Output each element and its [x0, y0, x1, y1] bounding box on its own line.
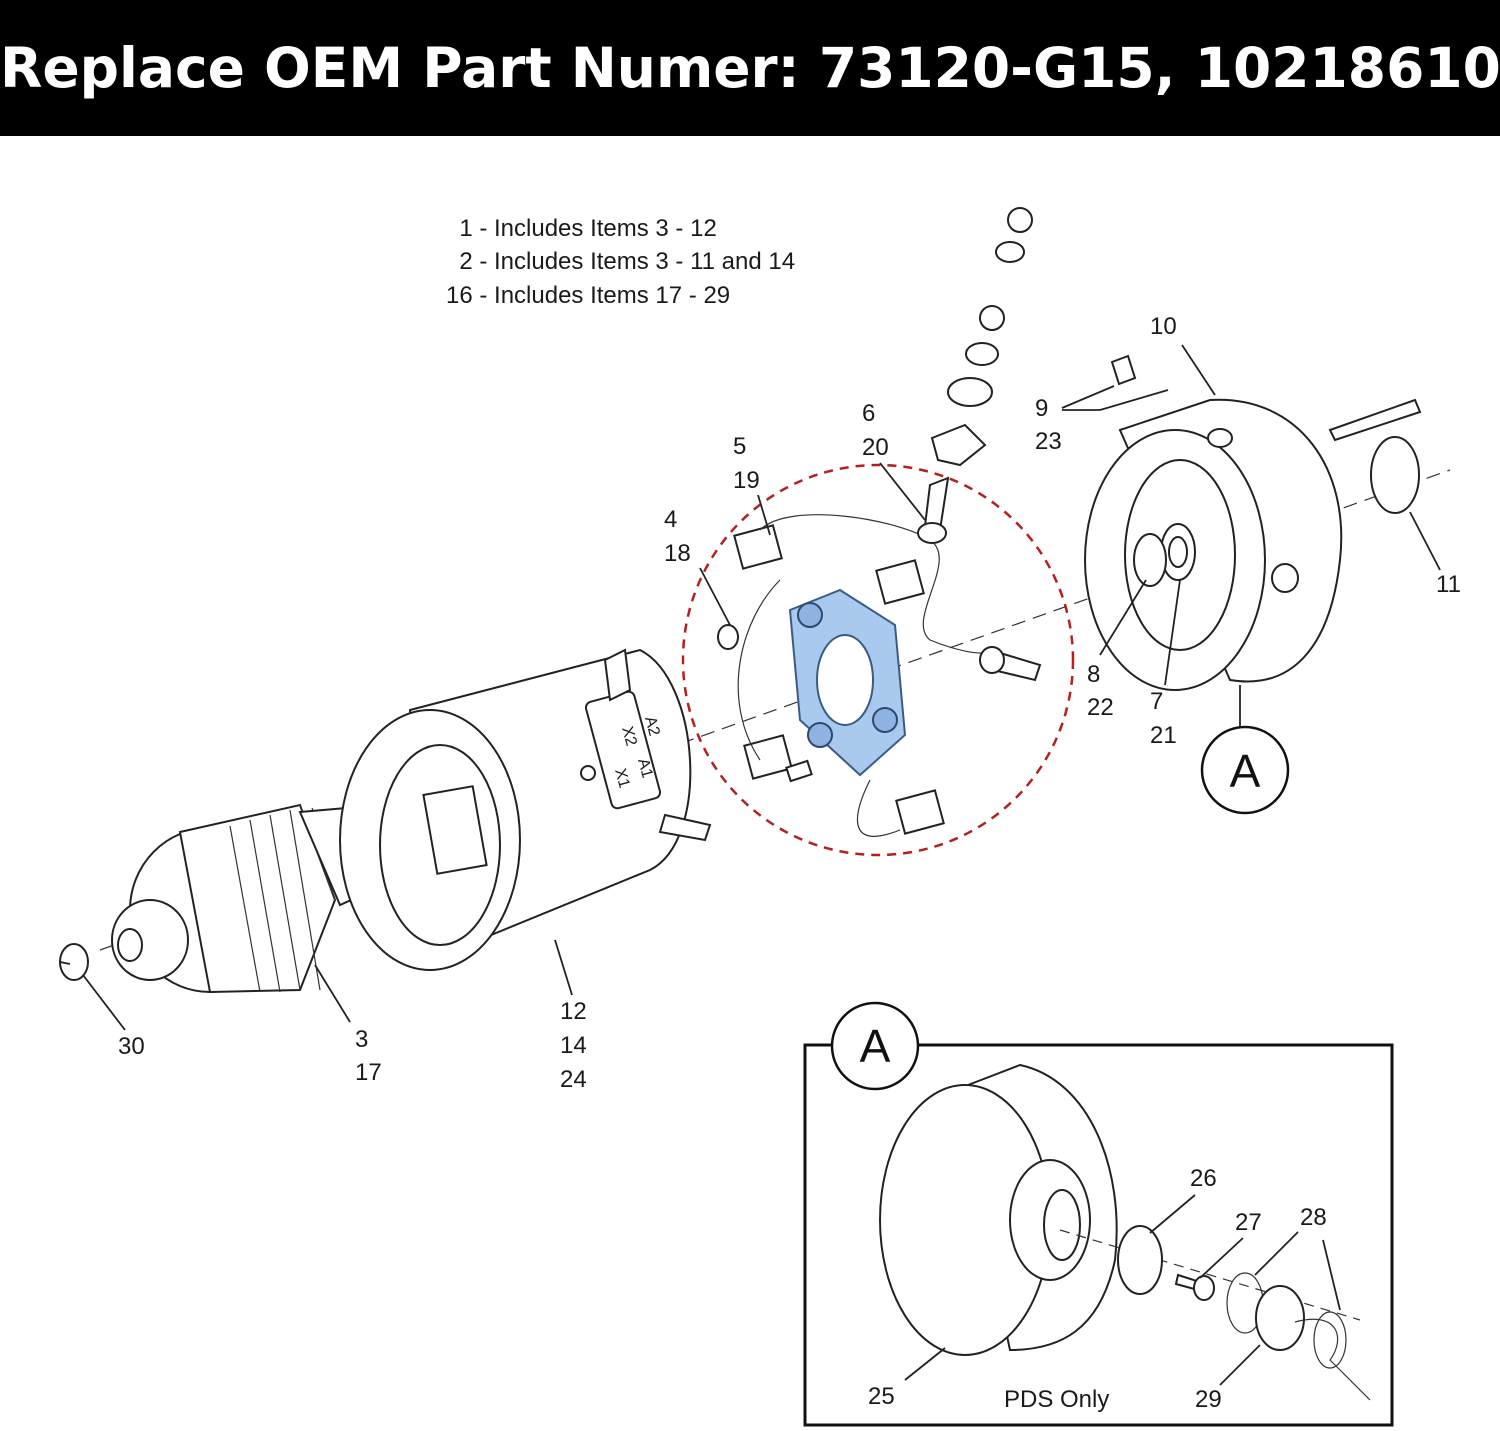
callout-25: 25 — [868, 1383, 895, 1410]
callout-28: 28 — [1300, 1204, 1327, 1231]
callout-8: 8 — [1087, 661, 1100, 688]
note-line-2: 2 - Includes Items 3 - 11 and 14 — [446, 248, 796, 275]
terminal-a2: A2 — [641, 715, 663, 738]
callout-29: 29 — [1195, 1386, 1222, 1413]
note-line-1: 1 - Includes Items 3 - 12 — [446, 215, 717, 242]
terminal-x2: X2 — [618, 725, 640, 748]
leader-lines — [82, 344, 1441, 1031]
exploded-motor-diagram: X1 X2 A1 A2 — [59, 207, 1461, 1427]
callout-24: 24 — [560, 1066, 587, 1093]
encoder-disc — [1370, 436, 1420, 514]
inset-letter: A — [860, 1020, 891, 1072]
end-cap — [1084, 398, 1343, 691]
detail-callout-a: A — [1200, 685, 1290, 815]
field-housing: X1 X2 A1 A2 — [339, 648, 712, 971]
callout-11: 11 — [1436, 571, 1461, 598]
note-line-3: 16 - Includes Items 17 - 29 — [446, 282, 731, 309]
detail-callout-letter: A — [1230, 745, 1261, 797]
callout-18: 18 — [664, 540, 691, 567]
callout-12: 12 — [560, 998, 587, 1025]
o-ring — [1133, 533, 1167, 587]
callout-17: 17 — [355, 1059, 382, 1086]
callout-21: 21 — [1150, 722, 1177, 749]
callout-23: 23 — [1035, 428, 1062, 455]
detail-caption: PDS Only — [1004, 1386, 1109, 1413]
callout-20: 20 — [862, 434, 889, 461]
screw — [1099, 354, 1169, 411]
detail-a-box: A PDS Only — [803, 1001, 1394, 1427]
terminal-a1: A1 — [634, 757, 656, 780]
callout-27: 27 — [1235, 1209, 1262, 1236]
callout-19: 19 — [733, 467, 760, 494]
callout-22: 22 — [1087, 694, 1114, 721]
title-banner: Replace OEM Part Numer: 73120-G15, 10218… — [0, 0, 1500, 136]
brushes-and-leads — [717, 514, 1001, 837]
ring-26 — [1117, 1225, 1163, 1295]
terminal-stud — [917, 476, 1042, 682]
bushing — [59, 943, 89, 981]
callout-26: 26 — [1190, 1165, 1217, 1192]
through-bolt — [1328, 398, 1422, 442]
callout-30: 30 — [118, 1033, 145, 1060]
callout-10: 10 — [1150, 313, 1177, 340]
nut-washer-stack — [930, 207, 1033, 467]
callout-14: 14 — [560, 1032, 587, 1059]
callout-7: 7 — [1150, 688, 1163, 715]
callout-5: 5 — [733, 433, 746, 460]
brush-plate-highlighted — [788, 588, 907, 777]
highlight-dashed-circle — [681, 463, 1075, 857]
callout-3: 3 — [355, 1026, 368, 1053]
callout-6: 6 — [862, 400, 875, 427]
callout-4: 4 — [664, 506, 677, 533]
terminal-x1: X1 — [611, 767, 633, 790]
callout-9: 9 — [1035, 395, 1048, 422]
banner-title: Replace OEM Part Numer: 73120-G15, 10218… — [0, 36, 1500, 100]
